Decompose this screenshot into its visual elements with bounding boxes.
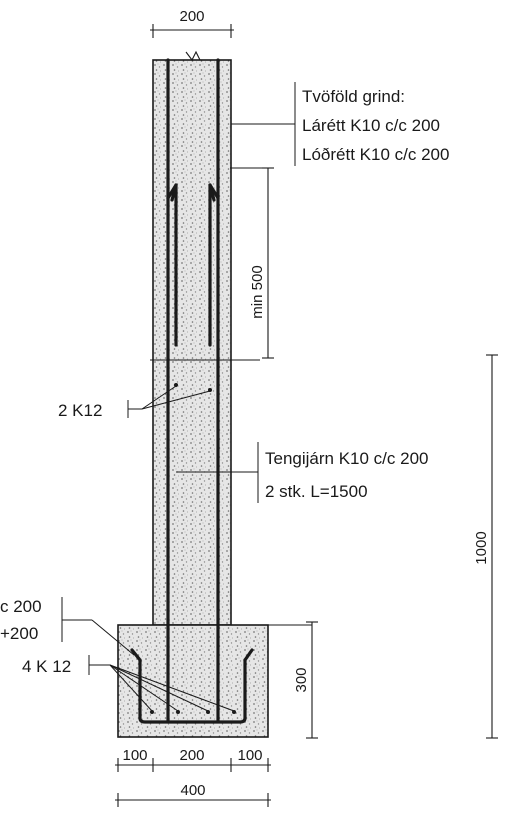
footing-bar-leader [91, 619, 135, 656]
dim-footing-middle: 200 [179, 747, 204, 764]
bars-2k12-label: 2 K12 [58, 401, 102, 420]
bars-2k12-leader-a [141, 385, 177, 410]
bars-4k12-leader-c [109, 664, 209, 712]
ties-label-line2: 2 stk. L=1500 [265, 482, 368, 501]
footing-bar-label-line1: c 200 [0, 597, 42, 616]
break-mark [185, 50, 201, 62]
bars-4k12-leader-b [109, 664, 179, 712]
bar-dot-4k12-a [150, 710, 154, 714]
lap-hook-left [166, 183, 178, 200]
dim-total-height: 1000 [473, 531, 490, 564]
dim-lap-length: min 500 [249, 265, 266, 318]
dim-footing-height: 300 [293, 667, 310, 692]
bar-dot-2k12-a [174, 383, 178, 387]
bars-4k12-leader-a [109, 664, 153, 712]
dim-footing-right: 100 [237, 747, 262, 764]
bars-2k12-leader-b [141, 390, 211, 410]
mesh-label-line1: Tvöföld grind: [302, 87, 405, 106]
lap-hook-right [208, 183, 220, 200]
footing-hook-left [130, 648, 142, 662]
ties-label-line1: Tengijárn K10 c/c 200 [265, 449, 429, 468]
footing-bottom-bar [138, 658, 247, 724]
dim-footing-left: 100 [122, 747, 147, 764]
bar-dot-4k12-b [176, 710, 180, 714]
dim-footing-width: 400 [180, 782, 205, 799]
footing-hook-right [243, 648, 254, 662]
bars-4k12-label: 4 K 12 [22, 657, 71, 676]
dim-wall-width: 200 [179, 8, 204, 25]
mesh-label-line3: Lóðrétt K10 c/c 200 [302, 145, 449, 164]
bars-4k12-leader-d [109, 664, 235, 712]
mesh-label-line2: Lárétt K10 c/c 200 [302, 116, 440, 135]
footing-bar-label-line2: +200 [0, 624, 38, 643]
